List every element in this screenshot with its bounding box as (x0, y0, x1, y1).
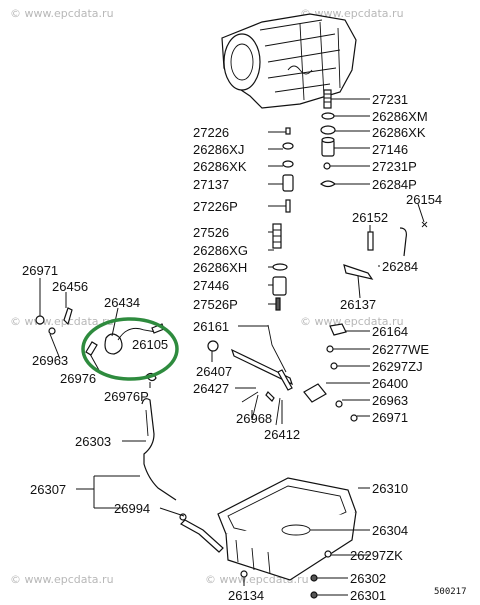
label-26286xh[interactable]: 26286XH (193, 260, 247, 275)
label-27226[interactable]: 27226 (193, 125, 229, 140)
label-26286xk-left[interactable]: 26286XK (193, 159, 247, 174)
label-26971-right[interactable]: 26971 (372, 410, 408, 425)
highlight-circle-26105 (81, 317, 179, 381)
label-26994[interactable]: 26994 (114, 501, 150, 516)
label-26286xm[interactable]: 26286XM (372, 109, 428, 124)
label-26303[interactable]: 26303 (75, 434, 111, 449)
label-26286xg[interactable]: 26286XG (193, 243, 248, 258)
label-26976p[interactable]: 26976P (104, 389, 149, 404)
sensor-bracket-parts (35, 307, 187, 521)
label-26412[interactable]: 26412 (264, 427, 300, 442)
part-labels: 27231 26286XM 26286XK 27146 27231P 26284… (22, 92, 442, 603)
label-26407[interactable]: 26407 (196, 364, 232, 379)
label-26154[interactable]: 26154 (406, 192, 442, 207)
label-26134[interactable]: 26134 (228, 588, 264, 603)
watermark-top-left: © www.epcdata.ru (10, 7, 114, 20)
label-26456[interactable]: 26456 (52, 279, 88, 294)
label-26968[interactable]: 26968 (236, 411, 272, 426)
label-26963-right[interactable]: 26963 (372, 393, 408, 408)
leader-lines (39, 98, 425, 596)
label-26284[interactable]: 26284 (382, 259, 418, 274)
label-27231[interactable]: 27231 (372, 92, 408, 107)
label-26161[interactable]: 26161 (193, 319, 229, 334)
label-26304[interactable]: 26304 (372, 523, 408, 538)
watermark-bottom-left: © www.epcdata.ru (10, 573, 114, 586)
label-26164[interactable]: 26164 (372, 324, 408, 339)
label-26152[interactable]: 26152 (352, 210, 388, 225)
label-26284p[interactable]: 26284P (372, 177, 417, 192)
label-26301[interactable]: 26301 (350, 588, 386, 603)
label-26400[interactable]: 26400 (372, 376, 408, 391)
label-27231p[interactable]: 27231P (372, 159, 417, 174)
watermark-mid-right: © www.epcdata.ru (300, 315, 404, 328)
label-26297zj[interactable]: 26297ZJ (372, 359, 423, 374)
label-26307[interactable]: 26307 (30, 482, 66, 497)
oil-pan-illustration (180, 477, 357, 599)
label-26434[interactable]: 26434 (104, 295, 140, 310)
label-26137[interactable]: 26137 (340, 297, 376, 312)
shift-linkage-parts (207, 323, 358, 426)
label-26297zk[interactable]: 26297ZK (350, 548, 403, 563)
label-26427[interactable]: 26427 (193, 381, 229, 396)
label-26976[interactable]: 26976 (60, 371, 96, 386)
diagram-code: 500217 (434, 587, 467, 597)
watermarks: © www.epcdata.ru © www.epcdata.ru © www.… (10, 7, 404, 586)
label-26277we[interactable]: 26277WE (372, 342, 429, 357)
label-27446[interactable]: 27446 (193, 278, 229, 293)
label-26286xk-right[interactable]: 26286XK (372, 125, 426, 140)
label-26310[interactable]: 26310 (372, 481, 408, 496)
label-26105[interactable]: 26105 (132, 337, 168, 352)
label-27146[interactable]: 27146 (372, 142, 408, 157)
label-26286xj[interactable]: 26286XJ (193, 142, 244, 157)
label-27526p[interactable]: 27526P (193, 297, 238, 312)
label-26971-top-left[interactable]: 26971 (22, 263, 58, 278)
label-26963-left[interactable]: 26963 (32, 353, 68, 368)
valve-stack-parts (272, 89, 428, 311)
transmission-housing-illustration (221, 13, 357, 109)
label-26302[interactable]: 26302 (350, 571, 386, 586)
label-27226p[interactable]: 27226P (193, 199, 238, 214)
label-27526[interactable]: 27526 (193, 225, 229, 240)
label-27137[interactable]: 27137 (193, 177, 229, 192)
